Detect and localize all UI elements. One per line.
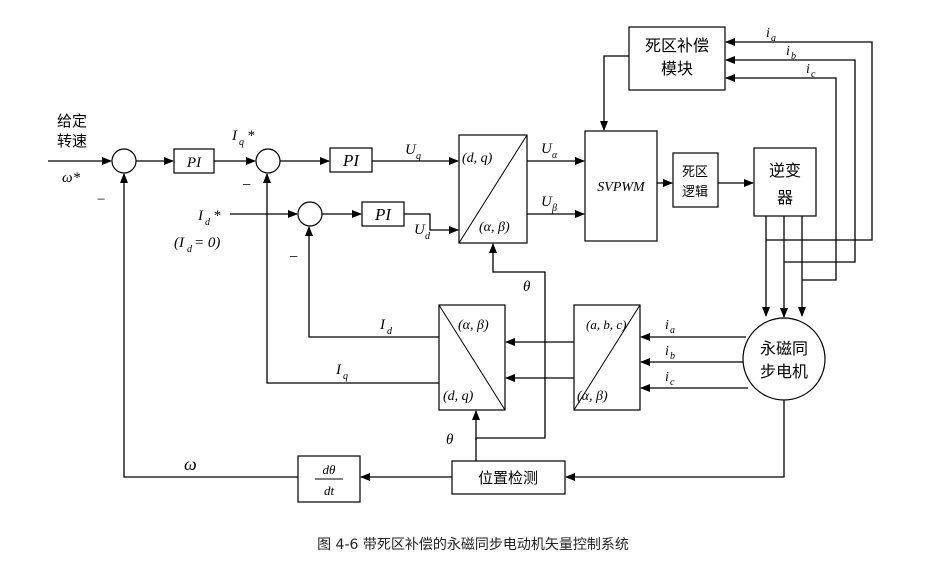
park-diagonal xyxy=(438,304,506,411)
id-zero-b: = 0) xyxy=(194,235,220,251)
uq-label: U xyxy=(405,142,417,158)
iq-star-mark: * xyxy=(247,128,255,144)
figure-caption: 图 4-6 带死区补偿的永磁同步电动机矢量控制系统 xyxy=(317,537,629,553)
ubeta-sub: β xyxy=(551,203,557,214)
id-zero-sub: d xyxy=(187,244,193,255)
id-zero-a: (I xyxy=(174,235,185,251)
inverter-line1: 逆变 xyxy=(769,161,801,180)
ib-feedback-loop xyxy=(725,56,856,263)
ia-mid-sub: a xyxy=(670,325,675,336)
ud-sub: d xyxy=(425,231,431,242)
ualpha-label: U xyxy=(541,141,553,157)
id-star-label: I xyxy=(197,208,204,224)
iq-star-label: I xyxy=(231,128,238,144)
id-pi-label: PI xyxy=(374,205,392,224)
ib-mid-sub: b xyxy=(670,351,675,362)
position-detect-label: 位置检测 xyxy=(478,469,538,487)
inverse-park-diagonal xyxy=(458,134,528,244)
motor-to-position xyxy=(565,400,785,481)
ib-top-sub: b xyxy=(791,51,796,62)
id-fb-label: I xyxy=(379,317,386,333)
motor-line1: 永磁同 xyxy=(760,339,808,358)
park-top: (α, β) xyxy=(458,318,489,333)
id-sum-minus: − xyxy=(288,249,299,266)
deadzone-comp-line2: 模块 xyxy=(661,59,693,78)
svpwm-label: SVPWM xyxy=(597,180,646,195)
ib-top-label: i xyxy=(786,44,790,59)
speed-sum-minus: − xyxy=(96,192,106,208)
derivative-den: dt xyxy=(324,483,335,498)
ubeta-label: U xyxy=(541,194,553,210)
ib-mid-label: i xyxy=(665,344,669,359)
comp-to-svpwm xyxy=(600,55,629,131)
park-bottom: (d, q) xyxy=(443,389,474,404)
deadzone-comp-line1: 死区补偿 xyxy=(645,36,709,55)
inverse-park-bottom: (α, β) xyxy=(479,220,510,235)
ia-mid-label: i xyxy=(665,318,669,333)
omega-feedback-line xyxy=(120,173,298,478)
ud-line xyxy=(404,213,459,234)
ic-top-sub: c xyxy=(811,69,816,80)
id-star-mark: * xyxy=(213,208,221,224)
ic-top-label: i xyxy=(806,62,810,77)
deadzone-compensation-block xyxy=(628,26,726,91)
iq-pi-label: PI xyxy=(342,151,360,170)
id-feedback-line xyxy=(305,226,439,338)
pmsm-motor xyxy=(742,317,826,401)
deadzone-logic-line1: 死区 xyxy=(682,165,708,180)
deadzone-logic-line2: 逻辑 xyxy=(682,185,708,200)
svpwm-block xyxy=(584,130,658,242)
ud-label: U xyxy=(414,222,426,238)
id-fb-sub: d xyxy=(387,326,393,337)
iq-sum-junction xyxy=(255,148,281,174)
iq-fb-label: I xyxy=(335,362,342,378)
theta-upper-label: θ xyxy=(523,279,531,295)
id-sum-junction xyxy=(297,201,323,227)
motor-line2: 步电机 xyxy=(760,362,808,381)
inverse-park-top: (d, q) xyxy=(462,151,493,166)
deadzone-logic-block xyxy=(672,152,719,208)
omega-star-label: ω* xyxy=(62,170,81,186)
id-star-sub: d xyxy=(205,217,211,228)
iq-star-sub: q xyxy=(239,137,244,148)
ualpha-sub: α xyxy=(552,150,558,161)
ia-top-sub: a xyxy=(771,33,776,44)
inverter-block xyxy=(753,147,817,217)
speed-pi-block xyxy=(173,148,215,174)
iq-feedback-line xyxy=(263,173,439,384)
ic-feedback-loop xyxy=(725,74,837,281)
iq-pi-block xyxy=(329,147,373,173)
theta-lower-label: θ xyxy=(446,432,454,448)
ic-mid-sub: c xyxy=(670,377,675,388)
iq-sum-minus: − xyxy=(241,177,252,194)
iq-fb-sub: q xyxy=(343,371,348,382)
given-speed-line2: 转速 xyxy=(57,132,87,150)
ia-top-label: i xyxy=(766,26,770,41)
clarke-bottom: (α, β) xyxy=(577,389,608,404)
derivative-num: dθ xyxy=(323,462,337,477)
ic-mid-label: i xyxy=(665,370,669,385)
omega-label: ω xyxy=(184,454,197,474)
ia-feedback-loop xyxy=(725,38,873,241)
clarke-top: (a, b, c) xyxy=(586,317,626,332)
given-speed-line1: 给定 xyxy=(57,112,87,130)
clarke-diagonal xyxy=(573,304,641,411)
theta-to-inverse-park xyxy=(475,243,546,461)
speed-sum-junction xyxy=(111,148,137,174)
uq-sub: q xyxy=(416,151,421,162)
inverter-line2: 器 xyxy=(777,188,793,207)
speed-pi-label: PI xyxy=(186,155,202,171)
